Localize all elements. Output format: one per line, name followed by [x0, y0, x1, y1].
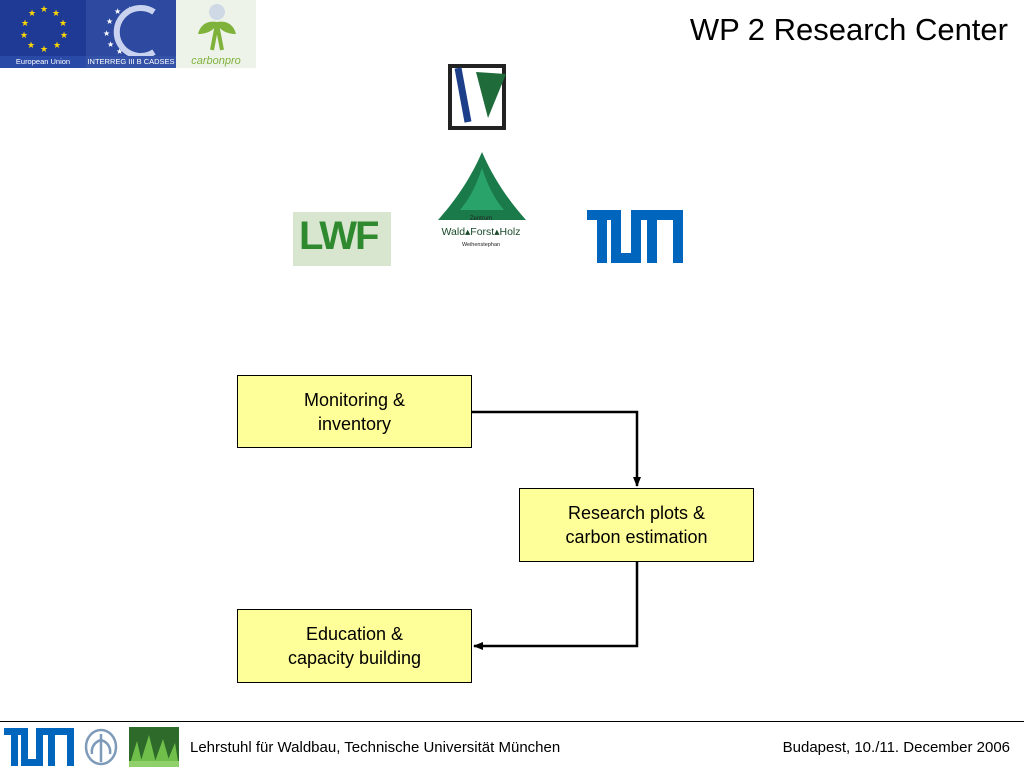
svg-text:★: ★ [40, 5, 48, 15]
footer-forest-photo-icon [129, 727, 179, 767]
european-union-logo: ★★★ ★★★ ★★★ ★ European Union [0, 0, 86, 68]
zentrum-mountain-icon [438, 152, 526, 220]
research-plots-box: Research plots & carbon estimation [519, 488, 754, 562]
carbonpro-plant-icon [176, 0, 256, 68]
education-line1: Education & [305, 624, 404, 644]
interreg-logo: ★★★ ★★★ INTERREG III B CADSES [86, 0, 176, 68]
zentrum-top-label: Zentrum [469, 216, 493, 222]
monitoring-line2: inventory [317, 413, 392, 434]
footer-institution: Lehrstuhl für Waldbau, Technische Univer… [190, 739, 561, 756]
carbonpro-caption: carbonpro [191, 55, 241, 67]
monitoring-inventory-box: Monitoring & inventory [237, 375, 472, 448]
research-line1: Research plots & [567, 503, 706, 523]
lwf-logo-text: LWF [299, 214, 379, 258]
eu-caption: European Union [15, 57, 71, 66]
research-line2: carbon estimation [565, 527, 708, 547]
svg-text:★: ★ [40, 45, 48, 55]
svg-text:★: ★ [114, 7, 121, 16]
svg-text:★: ★ [60, 31, 68, 41]
arrow-monitoring-to-research [472, 410, 641, 487]
tum-logo-icon [587, 210, 683, 263]
carbonpro-logo: carbonpro [176, 0, 256, 68]
forest-institute-logo-icon [448, 64, 506, 130]
svg-text:★: ★ [53, 41, 61, 51]
lwf-logo: LWF [293, 212, 391, 266]
education-line2: capacity building [287, 648, 422, 668]
svg-text:★: ★ [116, 47, 123, 56]
footer-waldbau-logo-icon [84, 728, 118, 766]
interreg-caption: INTERREG III B CADSES [87, 57, 175, 66]
svg-text:★: ★ [52, 9, 60, 19]
footer-divider [0, 721, 1024, 722]
eu-stars-icon: ★★★ ★★★ ★★★ ★ [0, 0, 86, 68]
zentrum-wald-forst-holz-logo: Zentrum Wald▴Forst▴Holz Weihenstephan [430, 150, 532, 254]
education-capacity-box: Education & capacity building [237, 609, 472, 683]
svg-text:★: ★ [103, 29, 110, 38]
svg-text:★: ★ [107, 40, 114, 49]
footer-event: Budapest, 10./11. December 2006 [782, 739, 1010, 756]
interreg-stars-icon: ★★★ ★★★ [86, 0, 176, 68]
svg-text:★: ★ [59, 19, 67, 29]
svg-text:★: ★ [28, 9, 36, 19]
svg-text:★: ★ [21, 19, 29, 29]
monitoring-line1: Monitoring & [303, 389, 406, 410]
footer-tum-logo-icon [4, 728, 74, 766]
arrow-research-to-education [473, 562, 639, 650]
svg-text:★: ★ [20, 31, 28, 41]
page-title: WP 2 Research Center [689, 12, 1008, 47]
svg-text:★: ★ [106, 17, 113, 26]
zentrum-main-label: Wald▴Forst▴Holz [441, 226, 521, 238]
zentrum-city-label: Weihenstephan [461, 242, 501, 248]
svg-text:★: ★ [27, 41, 35, 51]
